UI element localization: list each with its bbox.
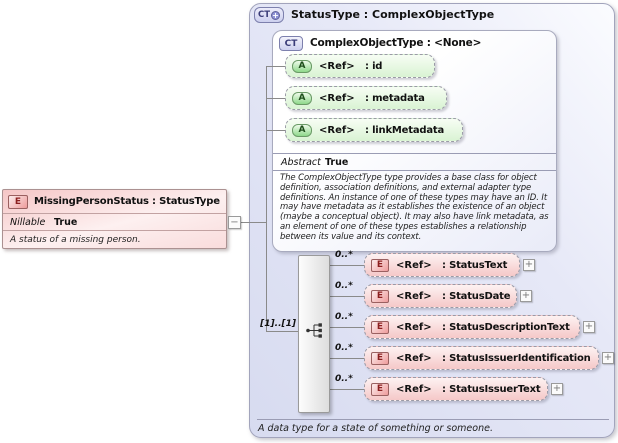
complextype-global-icon: CT + bbox=[254, 7, 284, 23]
abstract-property-row: Abstract True bbox=[273, 153, 556, 171]
element-description: A status of a missing person. bbox=[10, 234, 141, 245]
occurs-label: 0..* bbox=[335, 312, 353, 322]
element-name: : StatusText bbox=[442, 259, 508, 271]
element-status-issuer-text[interactable]: E <Ref> : StatusIssuerText bbox=[364, 377, 548, 401]
connector-trunk bbox=[266, 66, 267, 332]
attribute-ref: <Ref> bbox=[319, 92, 355, 104]
collapse-button[interactable]: − bbox=[228, 216, 241, 229]
element-status-description-text[interactable]: E <Ref> : StatusDescriptionText bbox=[364, 315, 580, 339]
element-ref: <Ref> bbox=[396, 259, 432, 271]
occurs-label: 0..* bbox=[335, 343, 353, 353]
element-icon: E bbox=[371, 258, 389, 272]
connector-main bbox=[241, 222, 267, 223]
attribute-name: : id bbox=[365, 60, 383, 72]
ct-badge-label: CT bbox=[257, 10, 271, 20]
sequence-compositor[interactable] bbox=[298, 255, 330, 413]
element-ref: <Ref> bbox=[396, 352, 432, 364]
expand-button[interactable]: + bbox=[523, 259, 535, 271]
connector-sequence bbox=[266, 331, 298, 332]
element-name: : StatusIssuerIdentification bbox=[442, 352, 591, 364]
base-type-title: ComplexObjectType : <None> bbox=[310, 37, 482, 49]
attribute-icon: A bbox=[292, 91, 312, 105]
expand-button[interactable]: + bbox=[551, 383, 563, 395]
sequence-cardinality: [1]..[1] bbox=[260, 319, 296, 329]
occurs-label: 0..* bbox=[335, 281, 353, 291]
element-name: : StatusDate bbox=[442, 290, 511, 302]
element-icon: E bbox=[8, 194, 28, 209]
element-icon: E bbox=[371, 351, 389, 365]
attribute-link-metadata[interactable]: A <Ref> : linkMetadata bbox=[285, 118, 463, 142]
connector-attr-3 bbox=[266, 130, 285, 131]
element-status-text[interactable]: E <Ref> : StatusText bbox=[364, 253, 520, 277]
element-status-date[interactable]: E <Ref> : StatusDate bbox=[364, 284, 517, 308]
element-ref: <Ref> bbox=[396, 321, 432, 333]
connector-elem-4 bbox=[330, 358, 364, 359]
element-status-issuer-identification[interactable]: E <Ref> : StatusIssuerIdentification bbox=[364, 346, 599, 370]
element-description-row: A status of a missing person. bbox=[3, 231, 226, 248]
attribute-icon: A bbox=[292, 59, 312, 73]
nillable-value: True bbox=[54, 216, 78, 228]
panel-footer-description: A data type for a state of something or … bbox=[258, 423, 493, 434]
attribute-icon: A bbox=[292, 123, 312, 137]
attribute-name: : metadata bbox=[365, 92, 425, 104]
connector-elem-2 bbox=[330, 296, 364, 297]
abstract-value: True bbox=[325, 156, 349, 168]
complextype-icon: CT bbox=[279, 36, 303, 51]
expand-button[interactable]: + bbox=[520, 290, 532, 302]
element-ref: <Ref> bbox=[396, 383, 432, 395]
element-title: MissingPersonStatus : StatusType bbox=[34, 196, 220, 207]
attribute-ref: <Ref> bbox=[319, 124, 355, 136]
base-type-description: The ComplexObjectType type provides a ba… bbox=[280, 173, 549, 242]
missing-person-status-element[interactable]: E MissingPersonStatus : StatusType Nilla… bbox=[2, 189, 227, 249]
abstract-label: Abstract bbox=[281, 156, 321, 168]
element-icon: E bbox=[371, 320, 389, 334]
element-name: : StatusIssuerText bbox=[442, 383, 541, 395]
element-icon: E bbox=[371, 289, 389, 303]
nillable-label: Nillable bbox=[10, 216, 46, 228]
footer-divider bbox=[257, 419, 609, 420]
sequence-icon bbox=[306, 323, 322, 338]
plus-circle-icon: + bbox=[271, 10, 281, 20]
expand-button[interactable]: + bbox=[602, 352, 614, 364]
attribute-name: : linkMetadata bbox=[365, 124, 445, 136]
connector-elem-1 bbox=[330, 265, 364, 266]
connector-elem-5 bbox=[330, 389, 364, 390]
occurs-label: 0..* bbox=[335, 374, 353, 384]
connector-elem-3 bbox=[330, 327, 364, 328]
connector-attr-1 bbox=[266, 66, 285, 67]
element-title-row: E MissingPersonStatus : StatusType bbox=[3, 190, 226, 214]
attribute-metadata[interactable]: A <Ref> : metadata bbox=[285, 86, 447, 110]
element-ref: <Ref> bbox=[396, 290, 432, 302]
nillable-property-row: Nillable True bbox=[3, 214, 226, 231]
element-icon: E bbox=[371, 382, 389, 396]
attribute-ref: <Ref> bbox=[319, 60, 355, 72]
connector-attr-2 bbox=[266, 98, 285, 99]
attribute-id[interactable]: A <Ref> : id bbox=[285, 54, 435, 78]
expand-button[interactable]: + bbox=[583, 321, 595, 333]
element-name: : StatusDescriptionText bbox=[442, 321, 570, 333]
panel-title: StatusType : ComplexObjectType bbox=[291, 8, 495, 21]
occurs-label: 0..* bbox=[335, 250, 353, 260]
